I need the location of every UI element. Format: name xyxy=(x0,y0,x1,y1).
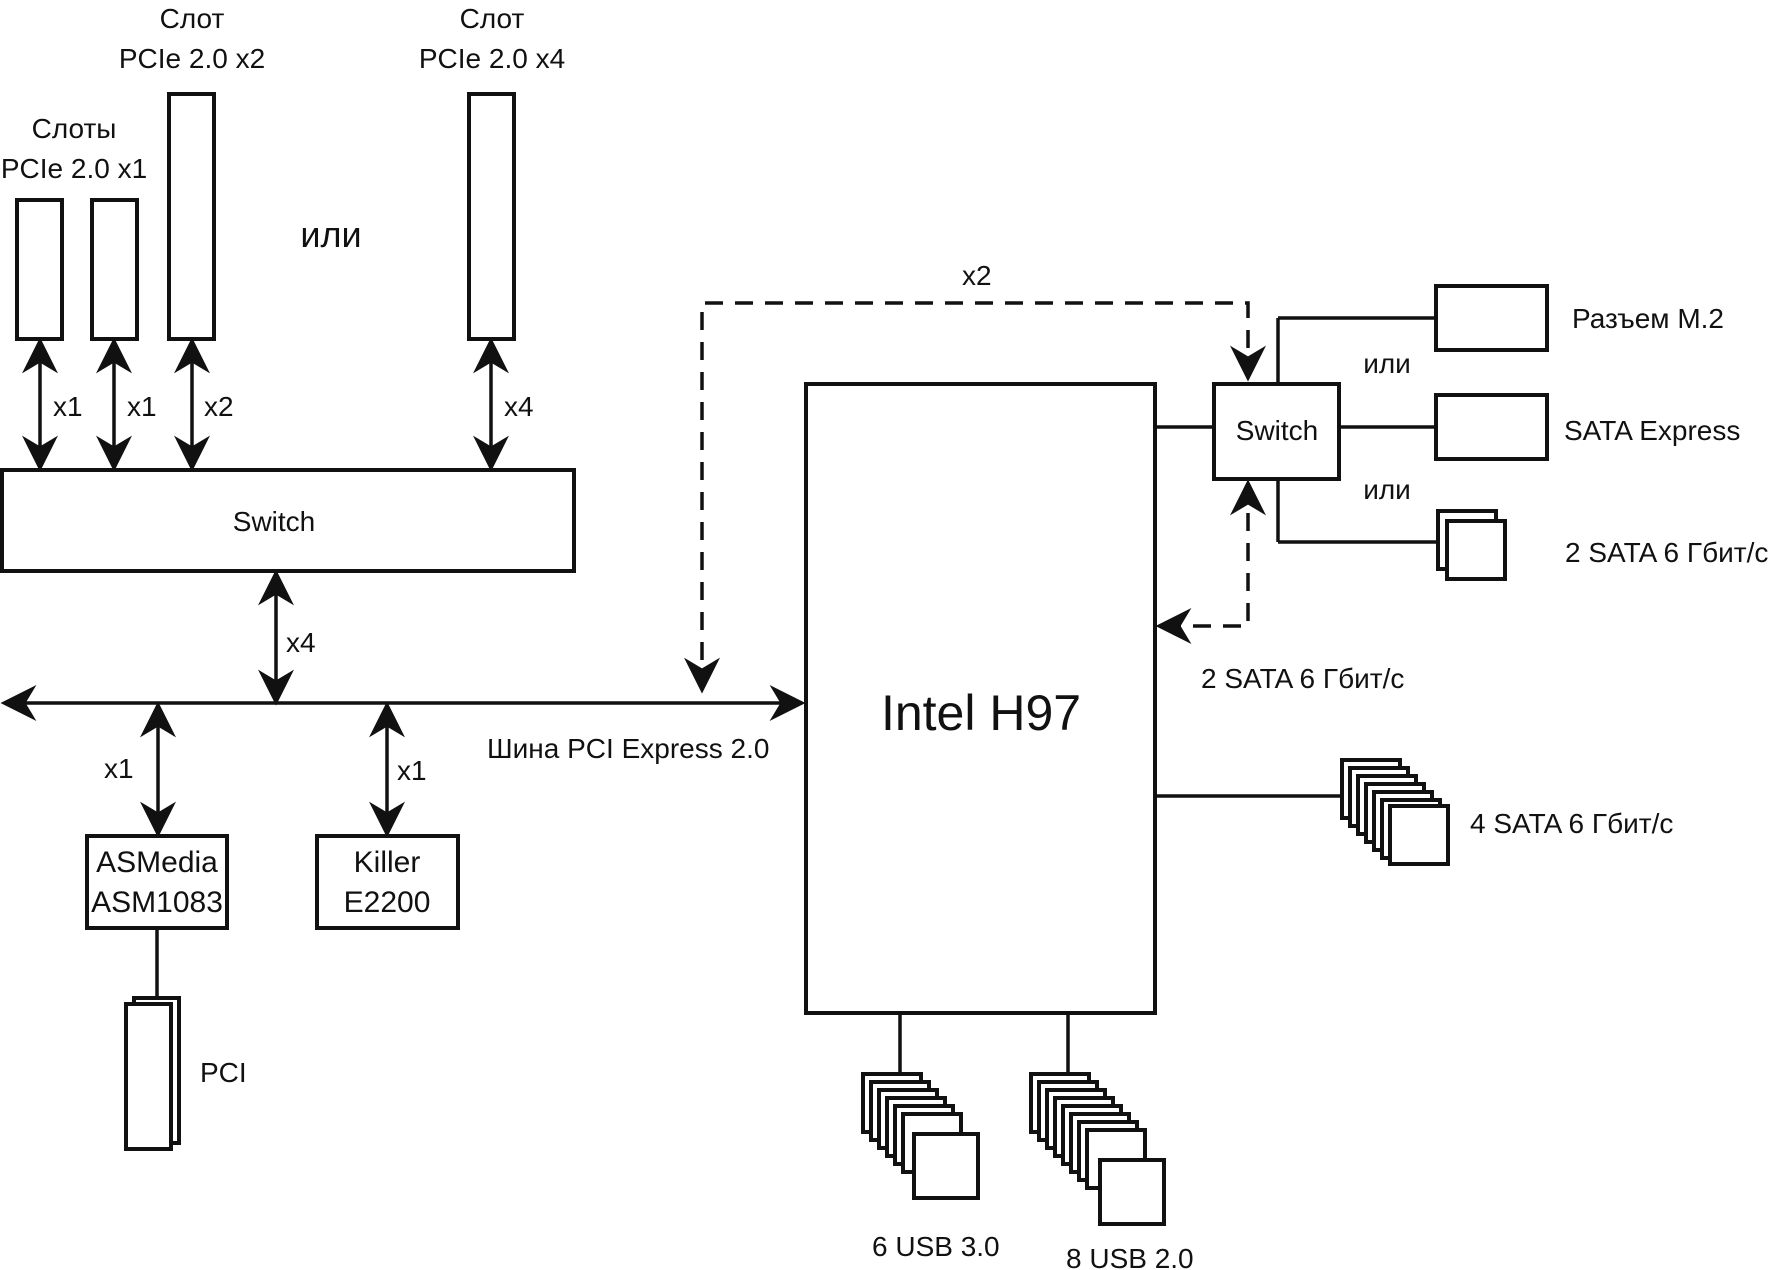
slot-x2-label-line1: Слот xyxy=(160,3,225,34)
intel-h97-chip xyxy=(804,382,1157,1015)
lane-label-slot4: x4 xyxy=(504,391,534,422)
slot-x4-label-line2: PCIe 2.0 x4 xyxy=(419,43,565,74)
usb2-label: 8 USB 2.0 xyxy=(1066,1243,1194,1270)
dashed-link-sata2 xyxy=(1155,479,1266,644)
lane-label-slot3: x2 xyxy=(204,391,234,422)
pcie-x4-slot xyxy=(467,92,516,341)
dashed-link-x2 xyxy=(684,301,1266,694)
sata4-label: 4 SATA 6 Гбит/с xyxy=(1470,808,1673,839)
killer-label-line2: E2200 xyxy=(344,886,431,919)
m2-connector xyxy=(1434,284,1549,352)
usb2-port-stack-9 xyxy=(1098,1158,1166,1226)
asmedia-label-line1: ASMedia xyxy=(96,846,218,879)
lane-label-asmedia: x1 xyxy=(104,753,134,784)
lane-label-dashed: x2 xyxy=(962,260,992,291)
lane-label-killer: x1 xyxy=(397,755,427,786)
asmedia-label-line2: ASM1083 xyxy=(91,886,223,919)
asmedia-chip xyxy=(85,834,229,930)
lane-label-switch-bus: x4 xyxy=(286,627,316,658)
killer-chip xyxy=(315,834,460,930)
sata-port-stack-2-b xyxy=(1445,519,1507,581)
pci-label: PCI xyxy=(200,1057,247,1088)
pcie-bus-label: Шина PCI Express 2.0 xyxy=(487,733,769,764)
sata2-chip-label: 2 SATA 6 Гбит/с xyxy=(1201,663,1404,694)
slots-x1-label-line1: Слоты xyxy=(32,113,117,144)
lane-label-slot1: x1 xyxy=(53,391,83,422)
pcie-x1-slot-1 xyxy=(15,198,64,341)
pcie-x1-slot-2 xyxy=(90,198,139,341)
usb3-port-stack-7 xyxy=(912,1132,980,1200)
sata-port-stack-4-g xyxy=(1388,804,1450,866)
sata2-switch-label: 2 SATA 6 Гбит/с xyxy=(1565,537,1768,568)
m2-label: Разъем M.2 xyxy=(1572,303,1724,334)
or-label-slots: или xyxy=(300,214,361,255)
sata-express-label: SATA Express xyxy=(1564,415,1740,446)
slot-x2-label-line2: PCIe 2.0 x2 xyxy=(119,43,265,74)
intel-h97-label: Intel H97 xyxy=(881,685,1081,741)
slots-x1-label-line2: PCIe 2.0 x1 xyxy=(1,153,147,184)
pci-slot-front xyxy=(124,1002,173,1151)
killer-label-line1: Killer xyxy=(354,846,421,879)
usb3-label: 6 USB 3.0 xyxy=(872,1231,1000,1262)
pcie-x2-slot xyxy=(167,92,216,341)
storage-switch-label: Switch xyxy=(1236,415,1318,446)
or-label-bottom: или xyxy=(1363,474,1411,505)
pcie-switch-box xyxy=(0,468,576,573)
or-label-top: или xyxy=(1363,348,1411,379)
sata-express-connector xyxy=(1434,393,1549,461)
slot-x4-label-line1: Слот xyxy=(460,3,525,34)
lane-label-slot2: x1 xyxy=(127,391,157,422)
pcie-switch-label: Switch xyxy=(233,506,315,537)
